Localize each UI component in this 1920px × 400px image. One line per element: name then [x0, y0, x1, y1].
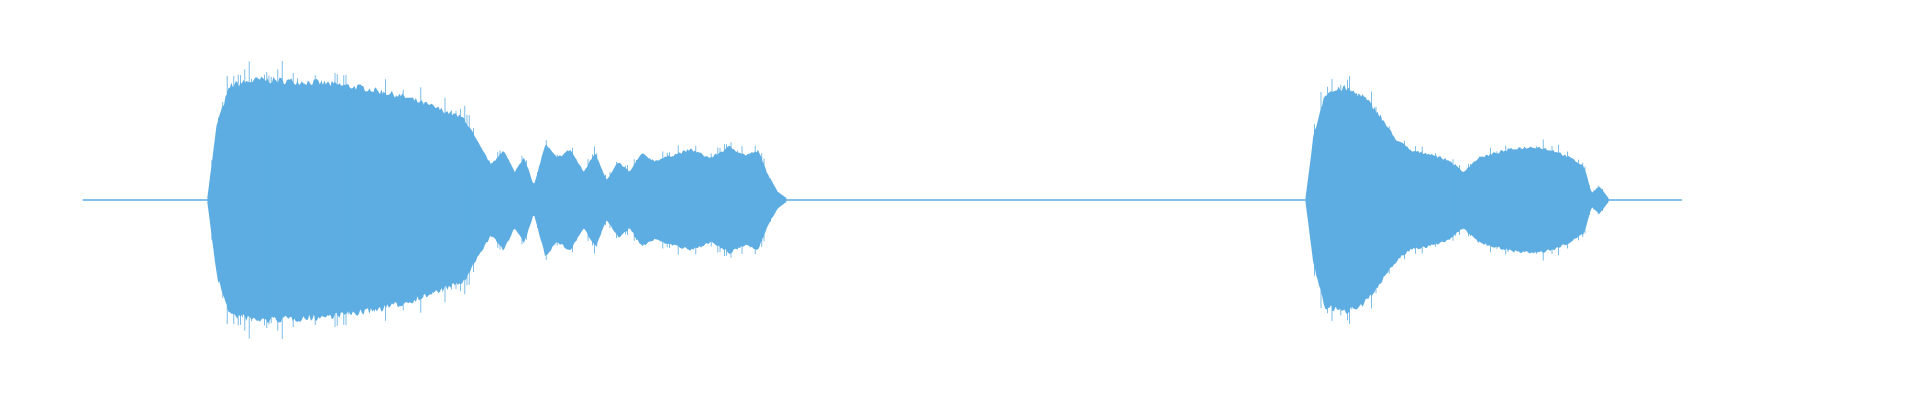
waveform-segments	[207, 61, 1609, 339]
waveform-segment-1-body	[207, 76, 787, 323]
waveform-segment-2-body	[1305, 85, 1609, 314]
waveform-segment-2	[1305, 76, 1609, 324]
waveform-segment-2-transients	[1314, 76, 1603, 324]
waveform-segment-1	[207, 61, 787, 339]
waveform-segment-1-transients	[211, 61, 771, 339]
